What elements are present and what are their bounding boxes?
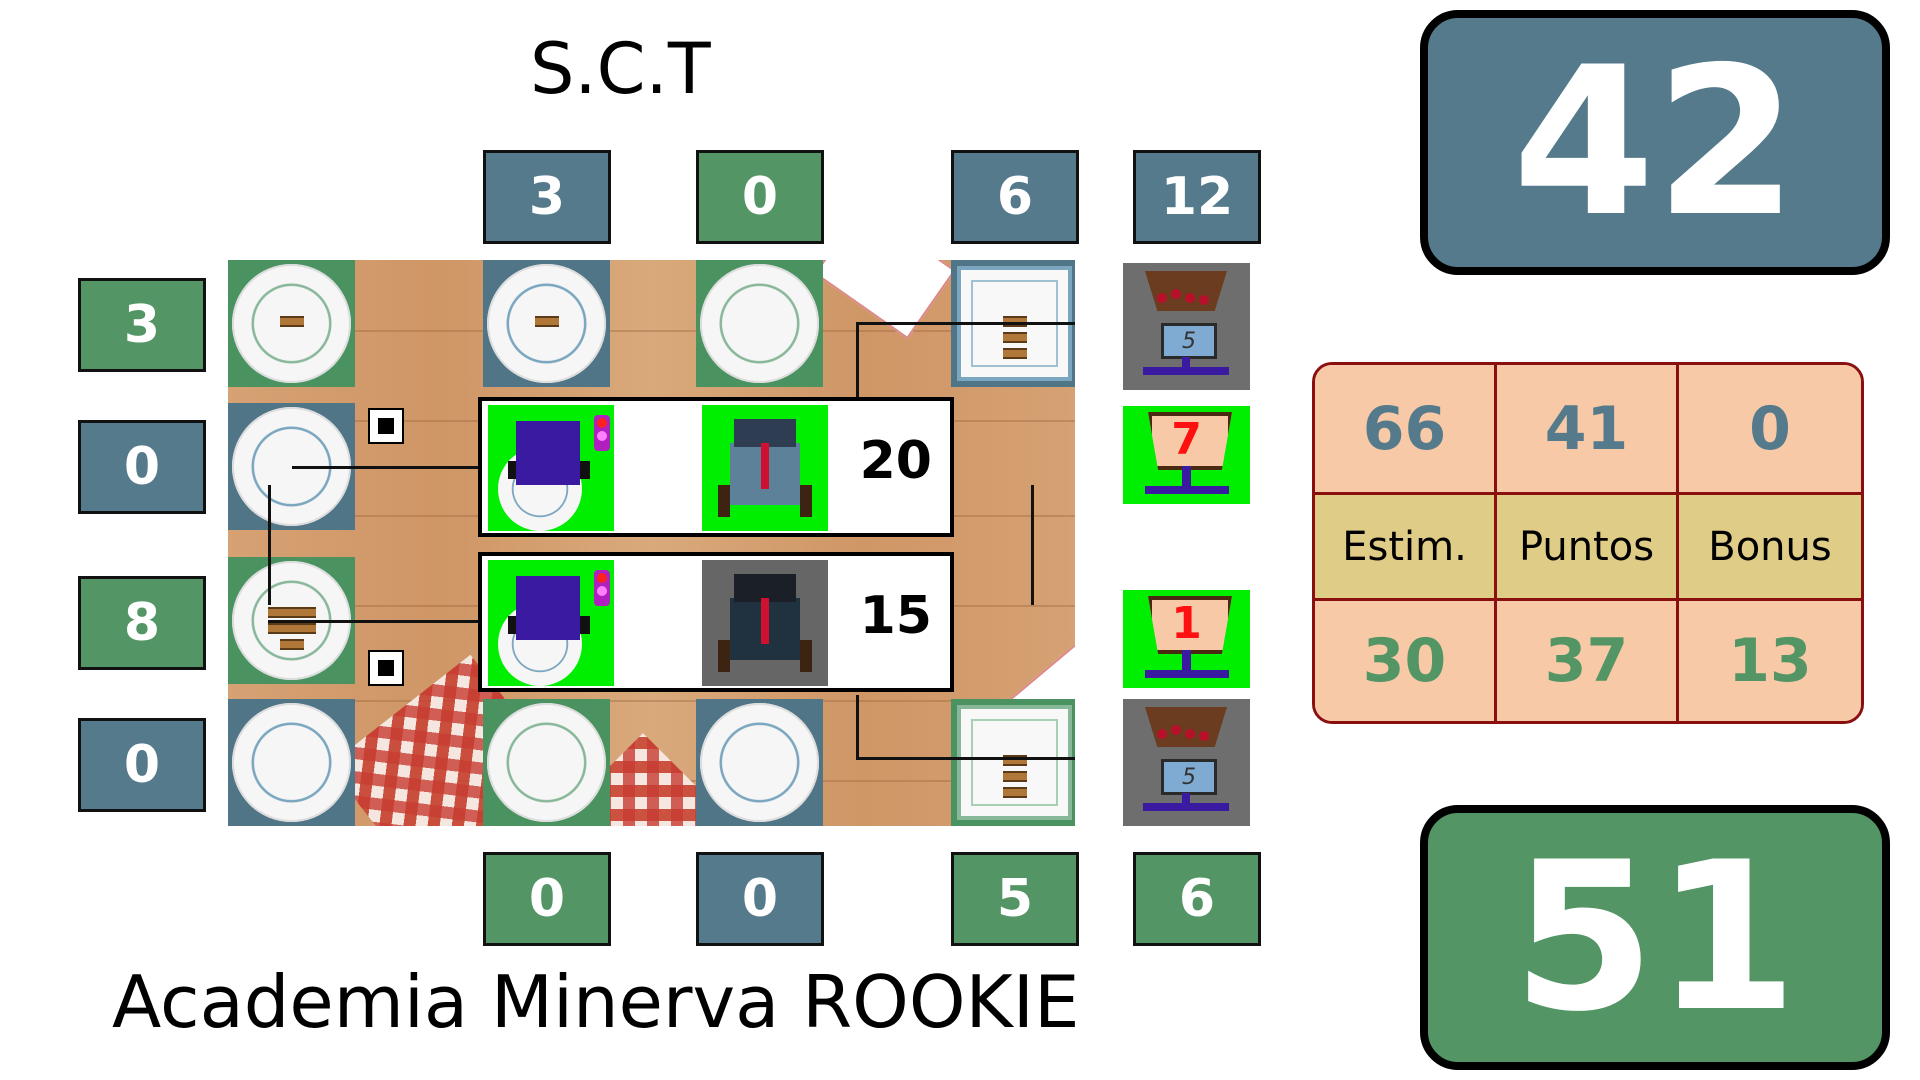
plate-tile xyxy=(696,699,823,826)
path-line xyxy=(268,620,482,623)
cookie-stack-icon xyxy=(1003,316,1027,327)
top-bonus-value: 0 xyxy=(1679,365,1861,495)
scale-display: 5 xyxy=(1161,323,1217,359)
team-bottom-score: 51 xyxy=(1420,805,1890,1070)
robot-body xyxy=(516,421,580,485)
bonus-label: Bonus xyxy=(1679,495,1861,601)
path-line xyxy=(1031,485,1034,605)
cookie-stack-icon xyxy=(268,623,292,634)
scale-icon: 5 xyxy=(1123,699,1250,826)
robot-body xyxy=(516,576,580,640)
cookie-stack-icon xyxy=(292,607,316,618)
plate-icon xyxy=(487,703,606,822)
cookie-stack-icon xyxy=(268,607,292,618)
column-counter-bottom: 0 xyxy=(483,852,611,946)
cookie-stack-icon xyxy=(1003,332,1027,343)
cookie-stack-icon xyxy=(1003,787,1027,798)
scale-count: 1 xyxy=(1171,598,1202,649)
column-counter-bottom: 5 xyxy=(951,852,1079,946)
path-line xyxy=(856,695,859,757)
cookie-stack-icon xyxy=(292,623,316,634)
column-counter-top: 0 xyxy=(696,150,824,244)
team-top-score: 42 xyxy=(1420,10,1890,275)
team-bottom-name: Academia Minerva ROOKIE xyxy=(112,960,1080,1044)
traffic-light-icon xyxy=(594,570,610,606)
estim-label: Estim. xyxy=(1315,495,1497,601)
game-board xyxy=(228,260,1075,826)
plate-tile xyxy=(483,260,610,387)
row-counter-left: 0 xyxy=(78,420,206,514)
plate-tile xyxy=(228,699,355,826)
plate-tile xyxy=(228,260,355,387)
plate-tile xyxy=(483,699,610,826)
cookie-stack-icon xyxy=(1003,771,1027,782)
cookie-stack-icon xyxy=(1003,755,1027,766)
path-line xyxy=(292,466,482,469)
scale-display: 5 xyxy=(1161,759,1217,795)
robot-panel: 15 xyxy=(478,552,954,692)
scale-count-tile: 1 xyxy=(1123,590,1250,688)
plate-icon xyxy=(700,264,819,383)
plate-tile xyxy=(696,260,823,387)
cookie-stack-icon xyxy=(280,639,304,650)
waiter-icon xyxy=(702,560,828,686)
aruco-marker-icon xyxy=(368,650,404,686)
column-counter-bottom: 0 xyxy=(696,852,824,946)
robot-panel: 20 xyxy=(478,397,954,537)
cookie-stack-icon xyxy=(535,316,559,327)
top-estim-value: 66 xyxy=(1315,365,1497,495)
bottom-estim-value: 30 xyxy=(1315,601,1497,721)
robot-value: 20 xyxy=(859,431,932,491)
path-line xyxy=(856,322,859,402)
cookie-stack-icon xyxy=(1003,348,1027,359)
scale-icon: 5 xyxy=(1123,263,1250,390)
robot-icon xyxy=(488,405,614,531)
cookie-stack-icon xyxy=(280,316,304,327)
plate-icon xyxy=(232,703,351,822)
path-line xyxy=(856,757,1075,760)
top-puntos-value: 41 xyxy=(1497,365,1679,495)
waiter-icon xyxy=(702,405,828,531)
column-counter-top: 3 xyxy=(483,150,611,244)
plate-icon xyxy=(700,703,819,822)
scale-count: 7 xyxy=(1171,414,1202,465)
robot-icon xyxy=(488,560,614,686)
path-line xyxy=(856,322,1075,325)
bottom-bonus-value: 13 xyxy=(1679,601,1861,721)
scale-count-tile: 7 xyxy=(1123,406,1250,504)
column-counter-top: 12 xyxy=(1133,150,1261,244)
robot-value: 15 xyxy=(859,586,932,646)
column-counter-top: 6 xyxy=(951,150,1079,244)
bottom-puntos-value: 37 xyxy=(1497,601,1679,721)
row-counter-left: 3 xyxy=(78,278,206,372)
row-counter-left: 8 xyxy=(78,576,206,670)
aruco-marker-icon xyxy=(368,408,404,444)
traffic-light-icon xyxy=(594,415,610,451)
column-counter-bottom: 6 xyxy=(1133,852,1261,946)
plate-tile xyxy=(951,699,1075,826)
napkin-decoration xyxy=(814,260,956,340)
score-breakdown-table: 66 41 0 Estim. Puntos Bonus 30 37 13 xyxy=(1312,362,1864,724)
team-top-name: S.C.T xyxy=(530,28,711,110)
path-line xyxy=(268,485,271,605)
row-counter-left: 0 xyxy=(78,718,206,812)
puntos-label: Puntos xyxy=(1497,495,1679,601)
